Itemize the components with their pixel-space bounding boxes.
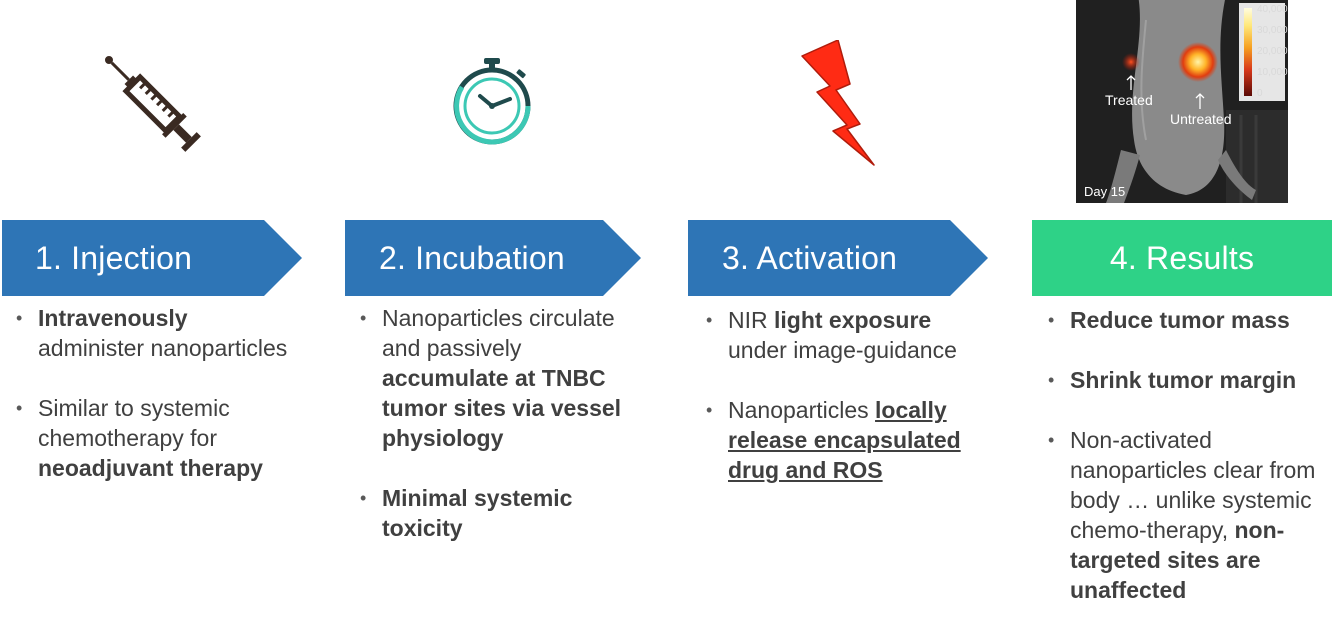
bullet-item: Minimal systemic toxicity [352, 483, 637, 543]
bullet-text: Similar to systemic chemotherapy for [38, 395, 230, 451]
syringe-icon [80, 34, 220, 174]
bullet-item: Nanoparticles circulate and passively ac… [352, 303, 637, 453]
colorbar-tick: 0 [1257, 88, 1263, 99]
bullet-text: Non-activated nanoparticles clear from b… [1070, 427, 1316, 543]
mouse-imaging-photo: Treated Untreated Day 15 [1076, 0, 1288, 203]
bullet-text: accumulate at TNBC tumor sites via vesse… [382, 365, 622, 451]
step-4-label: 4. Results [1109, 239, 1255, 276]
step-1-label: 1. Injection [35, 239, 193, 276]
step-4-header: 4. Results [1032, 220, 1332, 296]
step-2-label: 2. Incubation [379, 239, 565, 276]
step-2-header: 2. Incubation [345, 220, 641, 296]
bullet-text: under image-guidance [728, 337, 957, 363]
stopwatch-icon [450, 55, 536, 154]
bullet-item: NIR light exposure under image-guidance [698, 305, 988, 365]
bullet-text: locally release encapsulated drug and RO… [728, 397, 961, 483]
untreated-label: Untreated [1170, 111, 1232, 127]
step-3-label: 3. Activation [722, 239, 898, 276]
bullet-text: Nanoparticles [728, 397, 876, 423]
bullet-item: Non-activated nanoparticles clear from b… [1040, 425, 1332, 605]
colorbar-tick: 30,000 [1257, 25, 1288, 36]
bullet-text: neoadjuvant therapy [38, 455, 263, 481]
bullet-text: non-targeted sites are unaffected [1070, 517, 1285, 603]
colorbar-tick: 20,000 [1257, 46, 1288, 57]
day-label: Day 15 [1084, 184, 1126, 199]
colorbar-tick: 40,000 [1257, 4, 1288, 15]
lightning-bolt-icon [800, 39, 880, 173]
bullet-text: administer nanoparticles [38, 335, 288, 361]
bullet-text: Reduce tumor mass [1070, 307, 1290, 333]
bullet-text: NIR [728, 307, 774, 333]
colorbar-tick: 10,000 [1257, 67, 1288, 78]
bullet-item: Nanoparticles locally release encapsulat… [698, 395, 988, 485]
bullet-text: Nanoparticles circulate and passively [382, 305, 615, 361]
treated-label: Treated [1105, 92, 1153, 108]
step-1-header: 1. Injection [2, 220, 302, 296]
bullet-item: Intravenously administer nanoparticles [8, 303, 293, 363]
bullet-item: Reduce tumor mass [1040, 305, 1332, 335]
step-3-bullets: NIR light exposure under image-guidanceN… [698, 305, 988, 485]
bullet-text: Intravenously [38, 305, 188, 331]
step-1-bullets: Intravenously administer nanoparticlesSi… [8, 303, 293, 483]
step-3-header: 3. Activation [688, 220, 988, 296]
bullet-text: Minimal systemic toxicity [382, 485, 573, 541]
bullet-text: Shrink tumor margin [1070, 367, 1297, 393]
bullet-item: Shrink tumor margin [1040, 365, 1332, 395]
bullet-text: light exposure [774, 307, 932, 333]
step-4-bullets: Reduce tumor massShrink tumor marginNon-… [1040, 305, 1332, 605]
bullet-item: Similar to systemic chemotherapy for neo… [8, 393, 293, 483]
step-2-bullets: Nanoparticles circulate and passively ac… [352, 303, 637, 543]
